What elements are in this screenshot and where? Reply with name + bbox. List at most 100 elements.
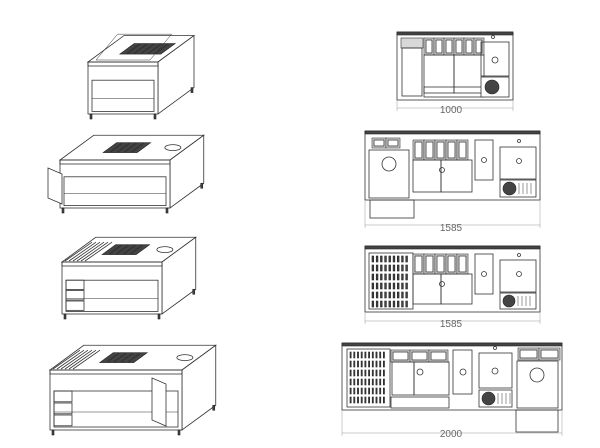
drawer [65, 300, 85, 311]
sink [499, 259, 537, 293]
iso-cabinet-1000 [86, 33, 196, 120]
worktop-edge [61, 261, 163, 267]
grid-slot [353, 351, 356, 359]
side-compartment [401, 47, 423, 97]
leg [51, 429, 55, 436]
grid-slot [360, 396, 363, 404]
gn-pan [139, 43, 163, 55]
leg [89, 113, 93, 120]
grid-slot [368, 396, 371, 404]
dimension-label-1000: 1000 [440, 105, 463, 116]
sink-small [474, 139, 494, 181]
grid-slot [349, 369, 352, 377]
grid-slot [371, 300, 375, 308]
grid-slot [371, 264, 375, 272]
gn-pan-inner [436, 255, 445, 273]
grid-slot [392, 300, 396, 308]
tilt-bin [151, 377, 167, 427]
leg [200, 182, 204, 189]
grid-slot [384, 273, 387, 281]
gn-pan [112, 352, 135, 363]
gn-pan [105, 352, 128, 363]
front-panel [61, 261, 163, 315]
ice-well-hole [529, 367, 545, 383]
grid-slot [357, 378, 359, 386]
rinser-icon [484, 79, 500, 95]
grid-slot [375, 273, 379, 281]
grid-slot [380, 282, 383, 290]
gn-pan [118, 43, 142, 55]
grid-slot [388, 273, 391, 281]
sink-icon [164, 144, 182, 152]
gn-pan-inner [458, 255, 467, 273]
leg [153, 113, 157, 120]
tap-hole [493, 346, 497, 350]
gn-pan [119, 352, 142, 363]
gn-pan-inner [414, 141, 423, 159]
front-panel [59, 159, 171, 209]
grid-slot [382, 396, 385, 404]
gn-pan-inner [392, 351, 409, 361]
drain-grid-bar [64, 349, 93, 370]
grid-slot [379, 387, 382, 395]
leg [177, 429, 181, 436]
grid-slot [360, 360, 363, 368]
grid-slot [379, 369, 382, 377]
gn-pan [129, 244, 151, 255]
drawer [53, 390, 73, 403]
grid-slot [360, 387, 363, 395]
drain-grid-bar [80, 241, 109, 262]
grid-slot [360, 369, 363, 377]
drain-hole [491, 56, 499, 64]
open-compartment [91, 79, 155, 112]
grid-slot [353, 387, 356, 395]
gn-pan [102, 142, 124, 153]
drawer [53, 414, 73, 427]
drain-grid-bar [68, 349, 97, 370]
iso-cabinet-1585-b [60, 236, 197, 320]
plan-1585-a [364, 130, 541, 228]
leg [61, 207, 65, 214]
grid-slot [364, 387, 367, 395]
drain-hole [459, 368, 467, 376]
gn-pan [132, 43, 156, 55]
ice-well [516, 360, 559, 409]
grid-slot [392, 273, 396, 281]
sink-icon [176, 354, 194, 362]
grid-slot [384, 291, 387, 299]
grid-slot [375, 255, 379, 263]
gn-pan-inner [425, 255, 434, 273]
grid-slot [382, 351, 385, 359]
drain-grid-bar [72, 349, 101, 370]
grid-slot [371, 291, 375, 299]
bin [412, 159, 442, 193]
grid-slot [401, 255, 404, 263]
drain-hole [416, 368, 424, 376]
grid-slot [375, 264, 379, 272]
grid-slot [364, 360, 367, 368]
ice-well-hood [95, 33, 173, 61]
front-panel [87, 61, 159, 115]
grid-slot [375, 378, 378, 386]
grid-slot [405, 273, 408, 281]
drawer [390, 396, 450, 409]
rinser-icon [481, 391, 496, 406]
grid-slot [382, 378, 385, 386]
grid-slot [371, 360, 374, 368]
bin [440, 273, 473, 305]
bin [412, 273, 442, 305]
small-pan [400, 37, 424, 49]
grid-slot [371, 351, 374, 359]
grid-slot [375, 282, 379, 290]
drain-grid-bar [76, 241, 105, 262]
gn-pan [125, 43, 149, 55]
grid-slot [392, 291, 396, 299]
grid-slot [388, 300, 391, 308]
ice-well-hole [381, 156, 397, 172]
grid-slot [364, 378, 367, 386]
grid-slot [397, 255, 400, 263]
grid-slot [375, 360, 378, 368]
gn-pan-inner [458, 141, 467, 159]
leg [190, 87, 194, 93]
